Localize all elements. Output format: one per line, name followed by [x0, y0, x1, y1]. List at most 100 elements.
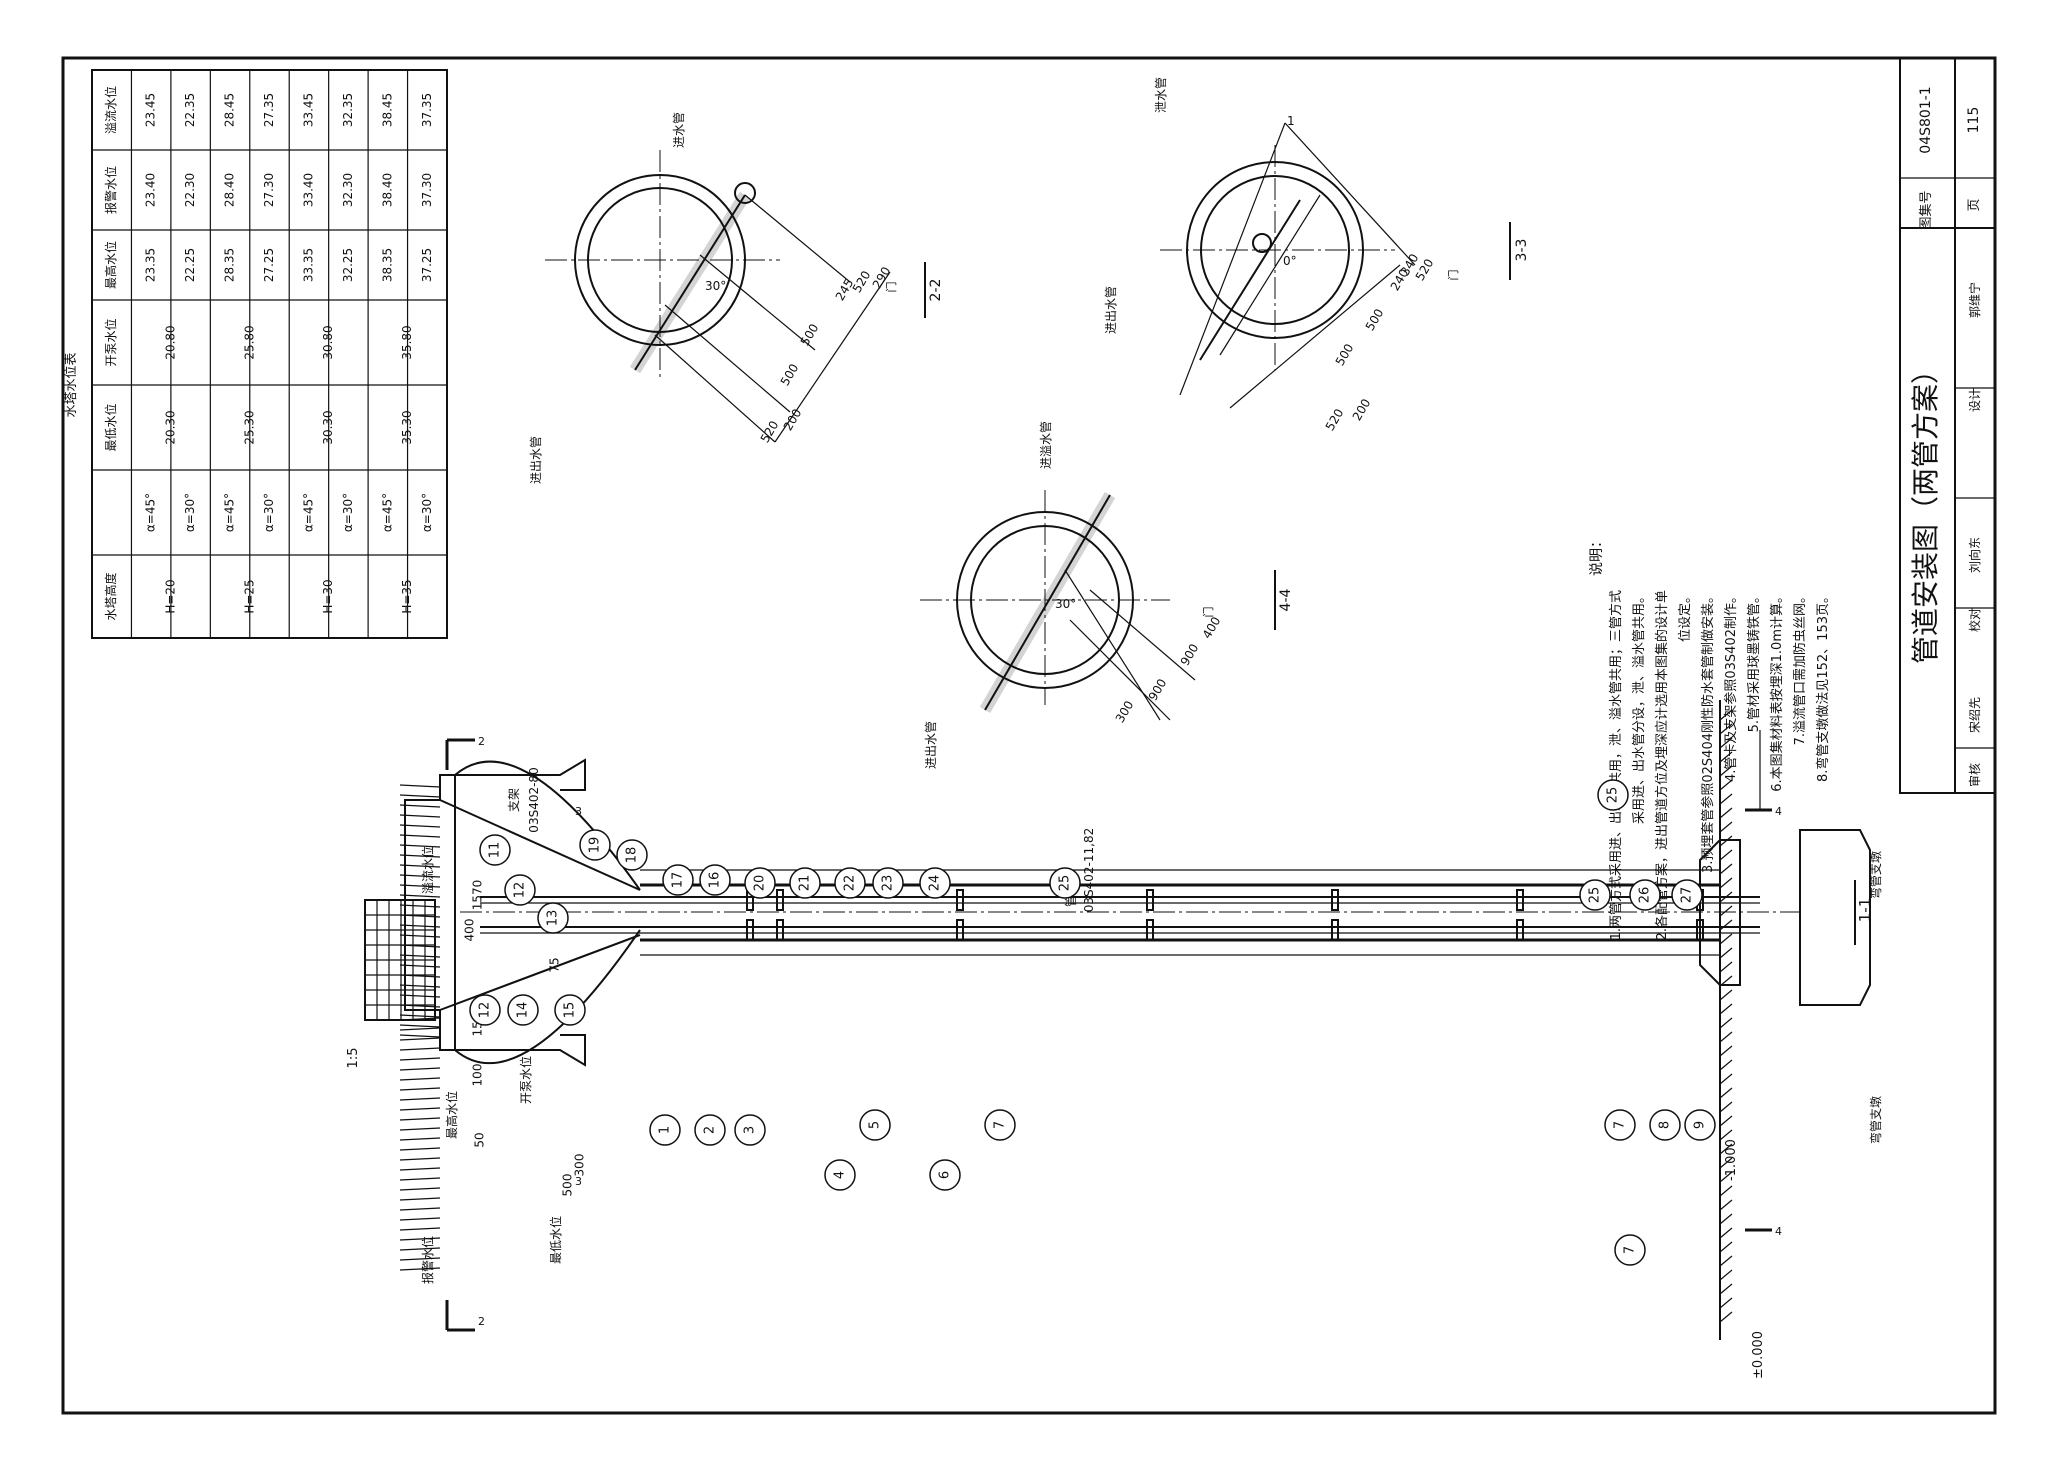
callout-19: 19 — [579, 829, 611, 861]
callout-number: 22 — [843, 875, 858, 892]
dimension-label: 900 — [1146, 676, 1170, 703]
table-cell: H=30 — [321, 579, 335, 613]
label-alarm: 报警水位 — [420, 1236, 435, 1284]
callout-number: 14 — [516, 1002, 531, 1019]
design-label: 设计 — [1968, 388, 1982, 412]
callout-number: 15 — [563, 1002, 578, 1019]
s22-pipe-in: 进水管 — [671, 112, 686, 148]
table-cell: 20.30 — [163, 410, 177, 444]
review-label: 审核 — [1967, 763, 1982, 787]
table-header: 最高水位 — [103, 241, 118, 289]
section-3-3: 3-3 泄水管 进出水管 0° 门 1 50050024052052020034… — [1103, 77, 1530, 433]
water-level-table: 溢流水位报警水位最高水位开泵水位最低水位水塔高度23.4523.4023.352… — [91, 69, 448, 639]
dimension-label: 520 — [850, 268, 874, 295]
callout-15: 15 — [554, 994, 586, 1026]
s44-angle: 30° — [1055, 597, 1076, 611]
table-cell: 37.35 — [420, 93, 434, 127]
table-cell: α=30° — [420, 493, 434, 532]
callout-number: 5 — [868, 1121, 883, 1129]
s22-door: 门 — [884, 282, 898, 293]
table-header: 报警水位 — [103, 166, 118, 214]
callout-number: 19 — [588, 837, 603, 854]
label-sec2-bottom: 2 — [478, 1315, 485, 1328]
note-line: 3.预埋套管参照02S404刚性防水套管制做安装。 — [1700, 590, 1716, 873]
callout-number: 7 — [993, 1121, 1008, 1129]
table-cell: 27.25 — [262, 248, 276, 282]
label-sec3-bottom: 3 — [575, 1175, 582, 1188]
table-cell: 28.45 — [223, 93, 237, 127]
callout-number: 9 — [1693, 1121, 1708, 1129]
elev-dimension: 300 — [573, 1154, 587, 1177]
page-number: 115 — [1966, 107, 1982, 134]
s33-title: 3-3 — [1514, 239, 1530, 262]
table-cell: 23.45 — [144, 93, 158, 127]
dimension-label: 500 — [1333, 341, 1357, 368]
callout-16: 16 — [699, 864, 731, 896]
callout-27: 27 — [1671, 879, 1703, 911]
callout-26: 26 — [1629, 879, 1661, 911]
s44-title: 4-4 — [1278, 588, 1294, 611]
callout-number: 25 — [1588, 887, 1603, 904]
callout-number: 27 — [1680, 887, 1695, 904]
table-cell: 22.25 — [183, 248, 197, 282]
table-cell: α=45° — [380, 493, 394, 532]
elev-title: 1-1 — [1856, 898, 1874, 923]
note-line: 1.两管方式采用进、出水管共用，泄、溢水管共用；三管方式 — [1608, 590, 1624, 940]
check-name: 刘向东 — [1967, 537, 1982, 573]
table-cell: H=35 — [400, 579, 414, 613]
design-name: 郭维宁 — [1967, 282, 1982, 318]
callout-7: 7 — [984, 1109, 1016, 1141]
callout-25: 25 — [1597, 779, 1629, 811]
callout-7: 7 — [1614, 1234, 1646, 1266]
table-header: 溢流水位 — [103, 86, 118, 134]
table-cell: 30.80 — [321, 325, 335, 359]
callout-number: 21 — [798, 875, 813, 892]
label-ground: ±0.000 — [1751, 1331, 1766, 1379]
callout-11: 11 — [479, 834, 511, 866]
table-cell: 37.30 — [420, 173, 434, 207]
callout-14: 14 — [507, 994, 539, 1026]
table-cell: 23.35 — [144, 248, 158, 282]
table-cell: 28.40 — [223, 173, 237, 207]
table-cell: α=45° — [301, 493, 315, 532]
table-cell: 35.30 — [400, 410, 414, 444]
s44-door: 门 — [1201, 607, 1215, 618]
note-line: 6.本图集材料表按埋深1.0m计算。 — [1769, 590, 1785, 792]
page-label: 页 — [1967, 198, 1982, 211]
callout-5: 5 — [859, 1109, 891, 1141]
table-cell: H=25 — [242, 579, 256, 613]
table-cell: α=45° — [223, 493, 237, 532]
dimension-label: 500 — [1363, 306, 1387, 333]
callout-number: 4 — [833, 1171, 848, 1179]
callout-3: 3 — [734, 1114, 766, 1146]
callout-7: 7 — [1604, 1109, 1636, 1141]
callout-22: 22 — [834, 867, 866, 899]
table-cell: 38.35 — [380, 248, 394, 282]
label-sec2-top: 2 — [478, 735, 485, 748]
dimension-label: 300 — [1113, 698, 1137, 725]
callout-2: 2 — [694, 1114, 726, 1146]
callout-number: 20 — [753, 875, 768, 892]
elev-dimension: 400 — [463, 919, 477, 942]
callout-8: 8 — [1649, 1109, 1681, 1141]
elev-dimension: 75 — [548, 957, 562, 972]
label-low: 最低水位 — [548, 1216, 563, 1264]
callout-number: 13 — [546, 910, 561, 927]
callout-number: 26 — [1638, 887, 1653, 904]
table-cell: 37.25 — [420, 248, 434, 282]
elevation-1-1: 1-1 溢流水位 报警水位 最高水位 开泵水位 最低水位 支架 03S402-8… — [346, 700, 1883, 1379]
table-cell: 32.25 — [341, 248, 355, 282]
label-elbow-pier-bottom: 弯管支墩 — [1868, 1096, 1883, 1144]
table-cell: α=30° — [341, 493, 355, 532]
callout-18: 18 — [616, 839, 648, 871]
callout-number: 6 — [938, 1171, 953, 1179]
callout-6: 6 — [929, 1159, 961, 1191]
table-cell: 27.30 — [262, 173, 276, 207]
note-line: 7.溢流管口需加防虫丝网。 — [1792, 590, 1808, 745]
elev-dimension: 50 — [473, 1132, 487, 1147]
callout-24: 24 — [919, 867, 951, 899]
callout-number: 17 — [671, 872, 686, 889]
drawing-title: 管道安装图（两管方案） — [1909, 356, 1942, 664]
table-cell: 25.30 — [242, 410, 256, 444]
